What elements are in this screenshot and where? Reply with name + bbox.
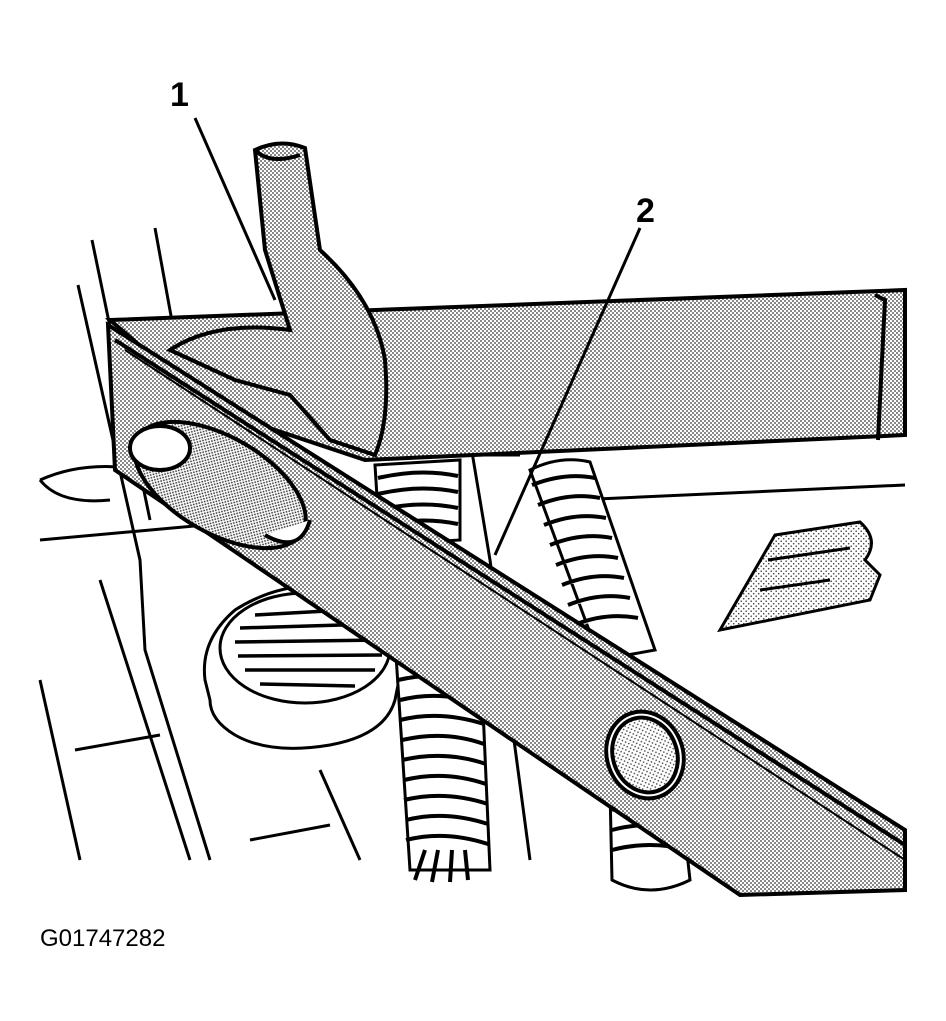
callout-2-label: 2 (636, 192, 655, 230)
leader-line-1 (193, 117, 277, 301)
tool-arm (165, 141, 389, 458)
diagonal-bar (105, 321, 907, 898)
wire-ends (413, 849, 470, 883)
figure-id: G01747282 (40, 925, 166, 952)
leader-line-2 (493, 227, 642, 556)
callout-1-label: 1 (170, 76, 189, 114)
small-bracket (717, 520, 882, 633)
leader-lines (193, 117, 642, 556)
